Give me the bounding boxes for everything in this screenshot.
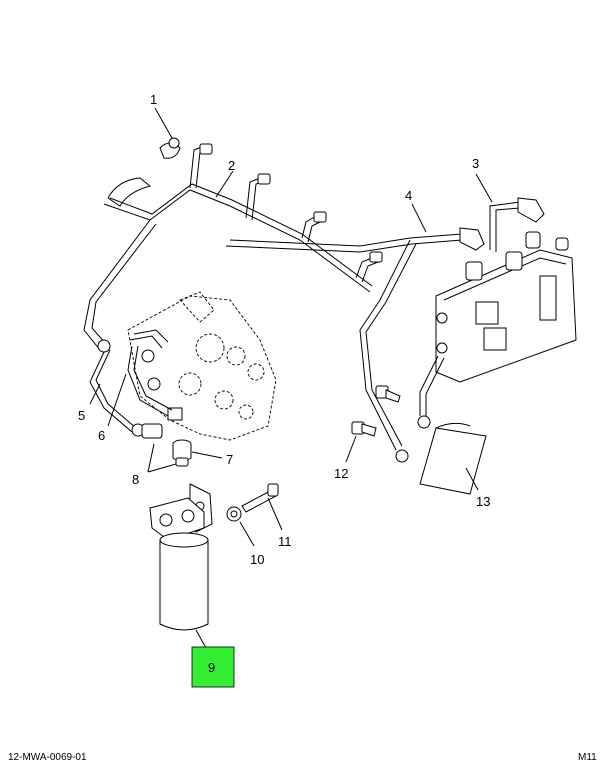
callout-3: 3 bbox=[472, 156, 479, 171]
callout-10: 10 bbox=[250, 552, 264, 567]
callout-11: 11 bbox=[278, 534, 292, 549]
pump-transfer-line-part[interactable]: 6 bbox=[98, 329, 173, 443]
callout-12: 12 bbox=[334, 466, 348, 481]
callout-9: 9 bbox=[208, 660, 215, 675]
mounting-bolt-part[interactable]: 11 bbox=[241, 483, 292, 549]
callout-7: 7 bbox=[226, 452, 233, 467]
manifold-block bbox=[417, 231, 577, 429]
return-line-part[interactable]: 3 bbox=[472, 156, 545, 252]
corner-caption: M11 bbox=[578, 752, 597, 763]
banjo-bolt-part[interactable]: 12 bbox=[334, 385, 401, 481]
fuel-filter-part[interactable]: 9 bbox=[149, 483, 235, 688]
callout-5: 5 bbox=[78, 408, 85, 423]
callout-1: 1 bbox=[150, 92, 157, 107]
callout-6: 6 bbox=[98, 428, 105, 443]
bracket-part[interactable]: 13 bbox=[419, 422, 490, 509]
highlight-box bbox=[191, 646, 235, 688]
adapter-fitting-part[interactable]: 7 bbox=[172, 439, 233, 467]
clip-part[interactable]: 1 bbox=[150, 92, 181, 159]
callout-13: 13 bbox=[476, 494, 490, 509]
fuel-line-harness-part[interactable]: 2 bbox=[83, 143, 383, 353]
callout-4: 4 bbox=[405, 188, 412, 203]
washer-part[interactable]: 10 bbox=[226, 506, 264, 567]
fitting-callout-8[interactable]: 8 bbox=[132, 443, 177, 487]
callout-8: 8 bbox=[132, 472, 139, 487]
figure-id-caption: 12-MWA-0069-01 bbox=[8, 752, 87, 763]
injection-pump bbox=[127, 291, 277, 441]
supply-line-part[interactable]: 4 bbox=[225, 188, 485, 463]
callout-2: 2 bbox=[228, 158, 235, 173]
pump-feed-line-part[interactable]: 5 bbox=[78, 349, 163, 439]
